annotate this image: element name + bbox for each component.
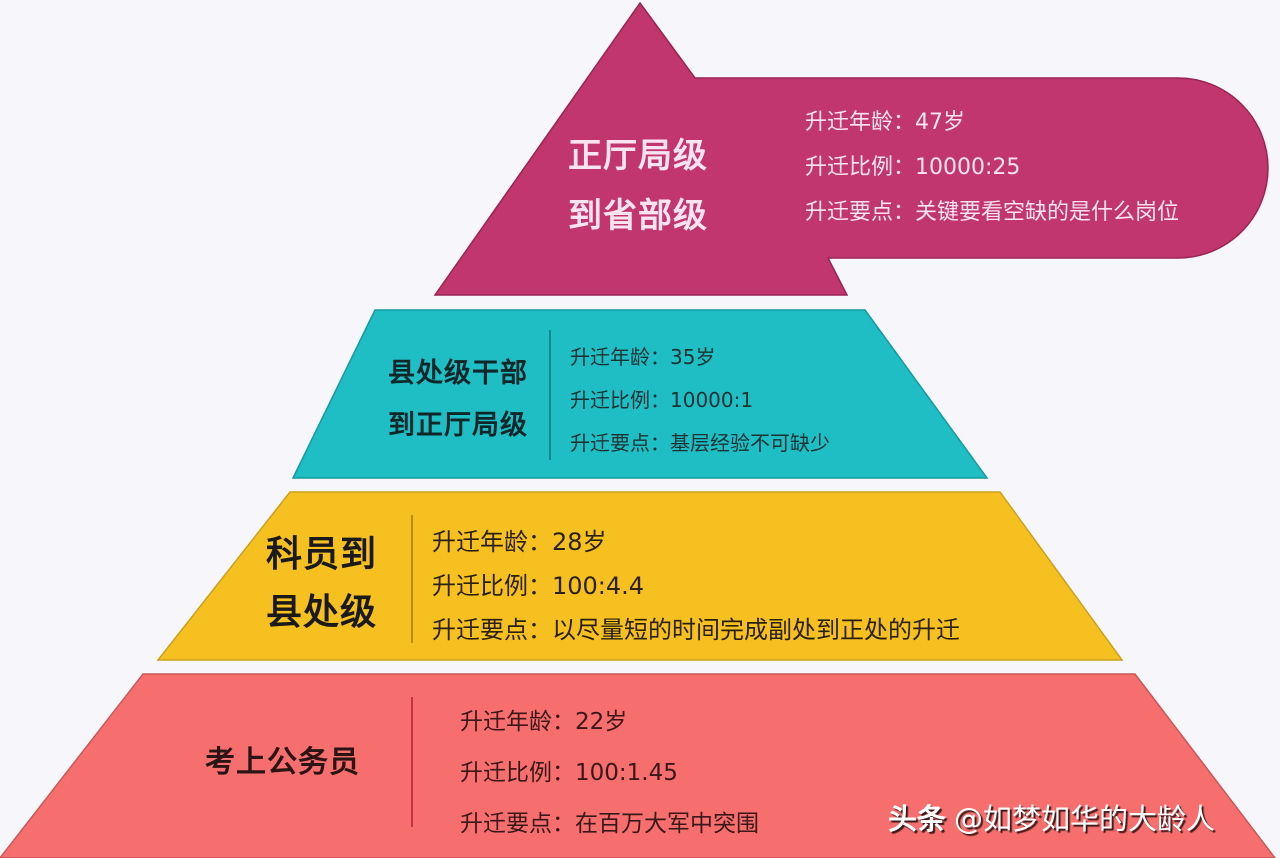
watermark: 头条@如梦如华的大龄人 bbox=[888, 796, 1215, 838]
detail-label: 升迁要点 bbox=[805, 200, 894, 225]
tier-2-detail-ratio: 升迁比例：10000:1 bbox=[570, 379, 830, 422]
tier-1-title-line-2: 到省部级 bbox=[568, 196, 708, 236]
tier-2-detail-age: 升迁年龄：35岁 bbox=[570, 336, 830, 379]
detail-label: 升迁要点 bbox=[460, 811, 552, 837]
detail-value: 100:1.45 bbox=[575, 760, 678, 786]
detail-sep: ： bbox=[893, 200, 916, 225]
tier-1-detail-key-point: 升迁要点：关键要看空缺的是什么岗位 bbox=[805, 190, 1179, 235]
detail-value: 47岁 bbox=[915, 110, 966, 135]
tier-3-shape bbox=[156, 491, 1124, 661]
tier-2-title-line-2: 到正厅局级 bbox=[388, 410, 528, 441]
detail-value: 关键要看空缺的是什么岗位 bbox=[915, 200, 1180, 225]
tier-1-title-line-1: 正厅局级 bbox=[568, 136, 708, 176]
tier-2-shape bbox=[291, 309, 989, 479]
detail-value: 10000:25 bbox=[915, 155, 1021, 180]
detail-label: 升迁年龄 bbox=[570, 345, 650, 369]
tier-3-title-line-1: 科员到 bbox=[266, 534, 378, 575]
tier-3-detail-ratio: 升迁比例：100:4.4 bbox=[432, 564, 960, 608]
tier-4-title: 考上公务员 bbox=[205, 738, 360, 788]
detail-sep: ： bbox=[893, 110, 916, 135]
tier-3-title-line-2: 县处级 bbox=[266, 592, 378, 633]
tier-2-divider bbox=[549, 330, 551, 460]
tier-2-details: 升迁年龄：35岁 升迁比例：10000:1 升迁要点：基层经验不可缺少 bbox=[570, 336, 830, 465]
detail-label: 升迁年龄 bbox=[460, 709, 552, 735]
detail-value: 28岁 bbox=[552, 528, 607, 556]
detail-sep: ： bbox=[552, 709, 575, 735]
tier-1-title: 正厅局级 到省部级 bbox=[568, 126, 708, 246]
detail-sep: ： bbox=[528, 616, 552, 644]
tier-4-detail-ratio: 升迁比例：100:1.45 bbox=[460, 748, 759, 799]
detail-label: 升迁比例 bbox=[570, 388, 650, 412]
watermark-handle: @如梦如华的大龄人 bbox=[954, 802, 1216, 836]
tier-3-title: 科员到 县处级 bbox=[266, 526, 377, 642]
tier-3-divider bbox=[411, 515, 413, 643]
detail-value: 35岁 bbox=[670, 345, 716, 369]
detail-label: 升迁年龄 bbox=[805, 110, 894, 135]
detail-sep: ： bbox=[650, 345, 670, 369]
detail-sep: ： bbox=[552, 760, 575, 786]
watermark-brand: 头条 bbox=[888, 802, 947, 836]
detail-value: 以尽量短的时间完成副处到正处的升迁 bbox=[552, 616, 960, 644]
detail-sep: ： bbox=[552, 811, 575, 837]
tier-1-detail-ratio: 升迁比例：10000:25 bbox=[805, 145, 1179, 190]
tier-1-details: 升迁年龄：47岁 升迁比例：10000:25 升迁要点：关键要看空缺的是什么岗位 bbox=[805, 100, 1179, 235]
detail-sep: ： bbox=[528, 572, 552, 600]
tier-2-detail-key-point: 升迁要点：基层经验不可缺少 bbox=[570, 422, 830, 465]
detail-label: 升迁要点 bbox=[570, 431, 650, 455]
detail-sep: ： bbox=[650, 388, 670, 412]
detail-sep: ： bbox=[650, 431, 670, 455]
detail-label: 升迁年龄 bbox=[432, 528, 528, 556]
detail-sep: ： bbox=[893, 155, 916, 180]
tier-1-detail-age: 升迁年龄：47岁 bbox=[805, 100, 1179, 145]
tier-4-shape bbox=[0, 673, 1276, 858]
tier-4-detail-key-point: 升迁要点：在百万大军中突围 bbox=[460, 799, 759, 850]
tier-3-detail-age: 升迁年龄：28岁 bbox=[432, 520, 960, 564]
detail-sep: ： bbox=[528, 528, 552, 556]
tier-4-title-line-1: 考上公务员 bbox=[205, 745, 360, 780]
detail-value: 基层经验不可缺少 bbox=[670, 431, 830, 455]
detail-label: 升迁比例 bbox=[460, 760, 552, 786]
detail-label: 升迁要点 bbox=[432, 616, 528, 644]
tier-3-details: 升迁年龄：28岁 升迁比例：100:4.4 升迁要点：以尽量短的时间完成副处到正… bbox=[432, 520, 960, 652]
tier-3-detail-key-point: 升迁要点：以尽量短的时间完成副处到正处的升迁 bbox=[432, 608, 960, 652]
detail-value: 100:4.4 bbox=[552, 572, 645, 600]
tier-4-divider bbox=[411, 697, 413, 827]
detail-value: 在百万大军中突围 bbox=[575, 811, 759, 837]
tier-4-detail-age: 升迁年龄：22岁 bbox=[460, 697, 759, 748]
detail-label: 升迁比例 bbox=[805, 155, 894, 180]
detail-label: 升迁比例 bbox=[432, 572, 528, 600]
detail-value: 10000:1 bbox=[670, 388, 754, 412]
tier-2-title-line-1: 县处级干部 bbox=[388, 358, 528, 389]
tier-2-title: 县处级干部 到正厅局级 bbox=[388, 348, 528, 452]
detail-value: 22岁 bbox=[575, 709, 628, 735]
tier-1-shape bbox=[433, 1, 1269, 296]
tier-4-details: 升迁年龄：22岁 升迁比例：100:1.45 升迁要点：在百万大军中突围 bbox=[460, 697, 759, 850]
